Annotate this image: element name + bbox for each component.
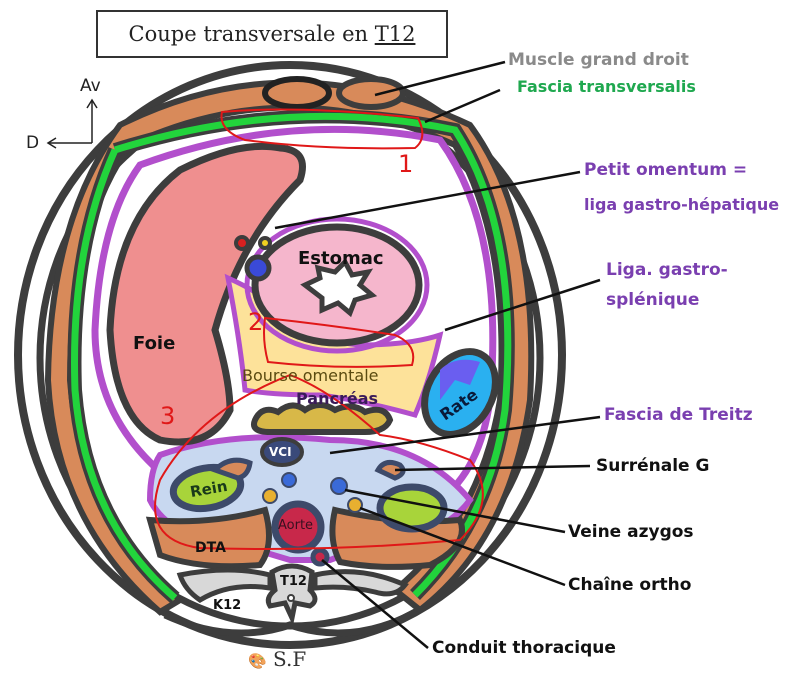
leader-petit-omentum: [274, 170, 581, 230]
leader-conduit-thoracique: [321, 559, 429, 649]
label-muscle-grand-droit: Muscle grand droit: [508, 50, 689, 70]
leader-fascia-transversalis: [424, 88, 501, 124]
vertebral-canal: [287, 594, 295, 602]
rectus-muscle-right: [262, 76, 332, 110]
label-estomac: Estomac: [298, 248, 384, 269]
bile-duct: [258, 236, 272, 250]
arrow-right-head: [46, 137, 57, 149]
title-text: Coupe transversale en: [128, 22, 375, 46]
hepatic-artery: [234, 235, 250, 251]
label-foie: Foie: [133, 333, 176, 354]
kidney-right: [169, 463, 245, 513]
leader-lines: [274, 60, 601, 649]
sympathetic-chain-left: [347, 497, 363, 513]
liver: [106, 142, 306, 446]
annotation-number-2: 2: [248, 308, 264, 336]
sympathetic-chain-right: [262, 488, 278, 504]
label-conduit-thoracique: Conduit thoracique: [432, 638, 616, 658]
label-gastro-splenique-1: Liga. gastro-: [606, 260, 728, 280]
label-aorte: Aorte: [278, 518, 314, 533]
stomach-peritoneum: [244, 216, 430, 354]
label-dta: DTA: [195, 540, 226, 556]
leader-chaine-ortho: [359, 506, 566, 587]
skin-outline: [14, 61, 566, 649]
azygos-vein: [330, 477, 348, 495]
pancreas: [251, 402, 394, 435]
rectus-muscle-left: [336, 76, 406, 110]
palette-icon: 🎨: [248, 652, 267, 670]
leader-gastro-splenique: [444, 278, 601, 332]
orientation-arrows: [46, 98, 98, 149]
label-surrenale-g: Surrénale G: [596, 456, 710, 476]
signature: 🎨 S.F: [248, 647, 306, 671]
anterior-label: Av: [80, 76, 101, 96]
label-bourse-omentale: Bourse omentale: [242, 366, 379, 385]
title-level: T12: [374, 22, 416, 46]
label-vci: VCI: [269, 445, 292, 459]
hemiazygos-vein: [281, 472, 297, 488]
label-chaine-ortho: Chaîne ortho: [568, 575, 692, 595]
stomach-lumen: [300, 257, 378, 318]
label-gastro-splenique-2: splénique: [606, 290, 700, 310]
annotation-zone-2: [263, 316, 415, 368]
label-veine-azygos: Veine azygos: [568, 522, 694, 542]
fascia-transversalis-green: [71, 112, 512, 601]
leader-veine-azygos: [344, 488, 566, 534]
inferior-vena-cava: [260, 437, 304, 467]
diagram-title: Coupe transversale en T12: [96, 10, 448, 58]
label-petit-omentum-2: liga gastro-hépatique: [584, 195, 780, 214]
vertebra-t12: [265, 563, 318, 626]
abdominal-wall-muscle: [44, 79, 535, 616]
right-label: D: [26, 133, 40, 153]
adrenal-right: [210, 457, 253, 481]
annotation-number-3: 3: [160, 402, 176, 430]
annotation-number-1: 1: [398, 150, 414, 178]
label-fascia-transversalis: Fascia transversalis: [517, 77, 696, 96]
leader-surrenale: [394, 464, 591, 472]
adrenal-left: [374, 459, 406, 481]
label-t12: T12: [280, 574, 307, 589]
label-petit-omentum-1: Petit omentum =: [584, 160, 748, 180]
label-pancreas: Pancréas: [296, 389, 379, 408]
arrow-anterior-head: [86, 98, 98, 109]
rib-k12: [176, 567, 273, 603]
leader-fascia-treitz: [329, 415, 601, 455]
label-k12: K12: [213, 598, 242, 613]
posterior-muscle-right: [145, 506, 272, 570]
spleen-dark-region: [440, 359, 480, 400]
rib-left: [312, 569, 409, 597]
label-fascia-treitz: Fascia de Treitz: [604, 405, 753, 425]
aorta: [271, 500, 325, 554]
signature-text: S.F: [273, 647, 307, 671]
posterior-body-wall: [163, 611, 412, 637]
leader-muscle-grand-droit: [374, 60, 506, 97]
portal-vein: [244, 254, 272, 282]
annotation-zone-1: [220, 108, 424, 150]
annotation-zone-3: [154, 374, 484, 550]
